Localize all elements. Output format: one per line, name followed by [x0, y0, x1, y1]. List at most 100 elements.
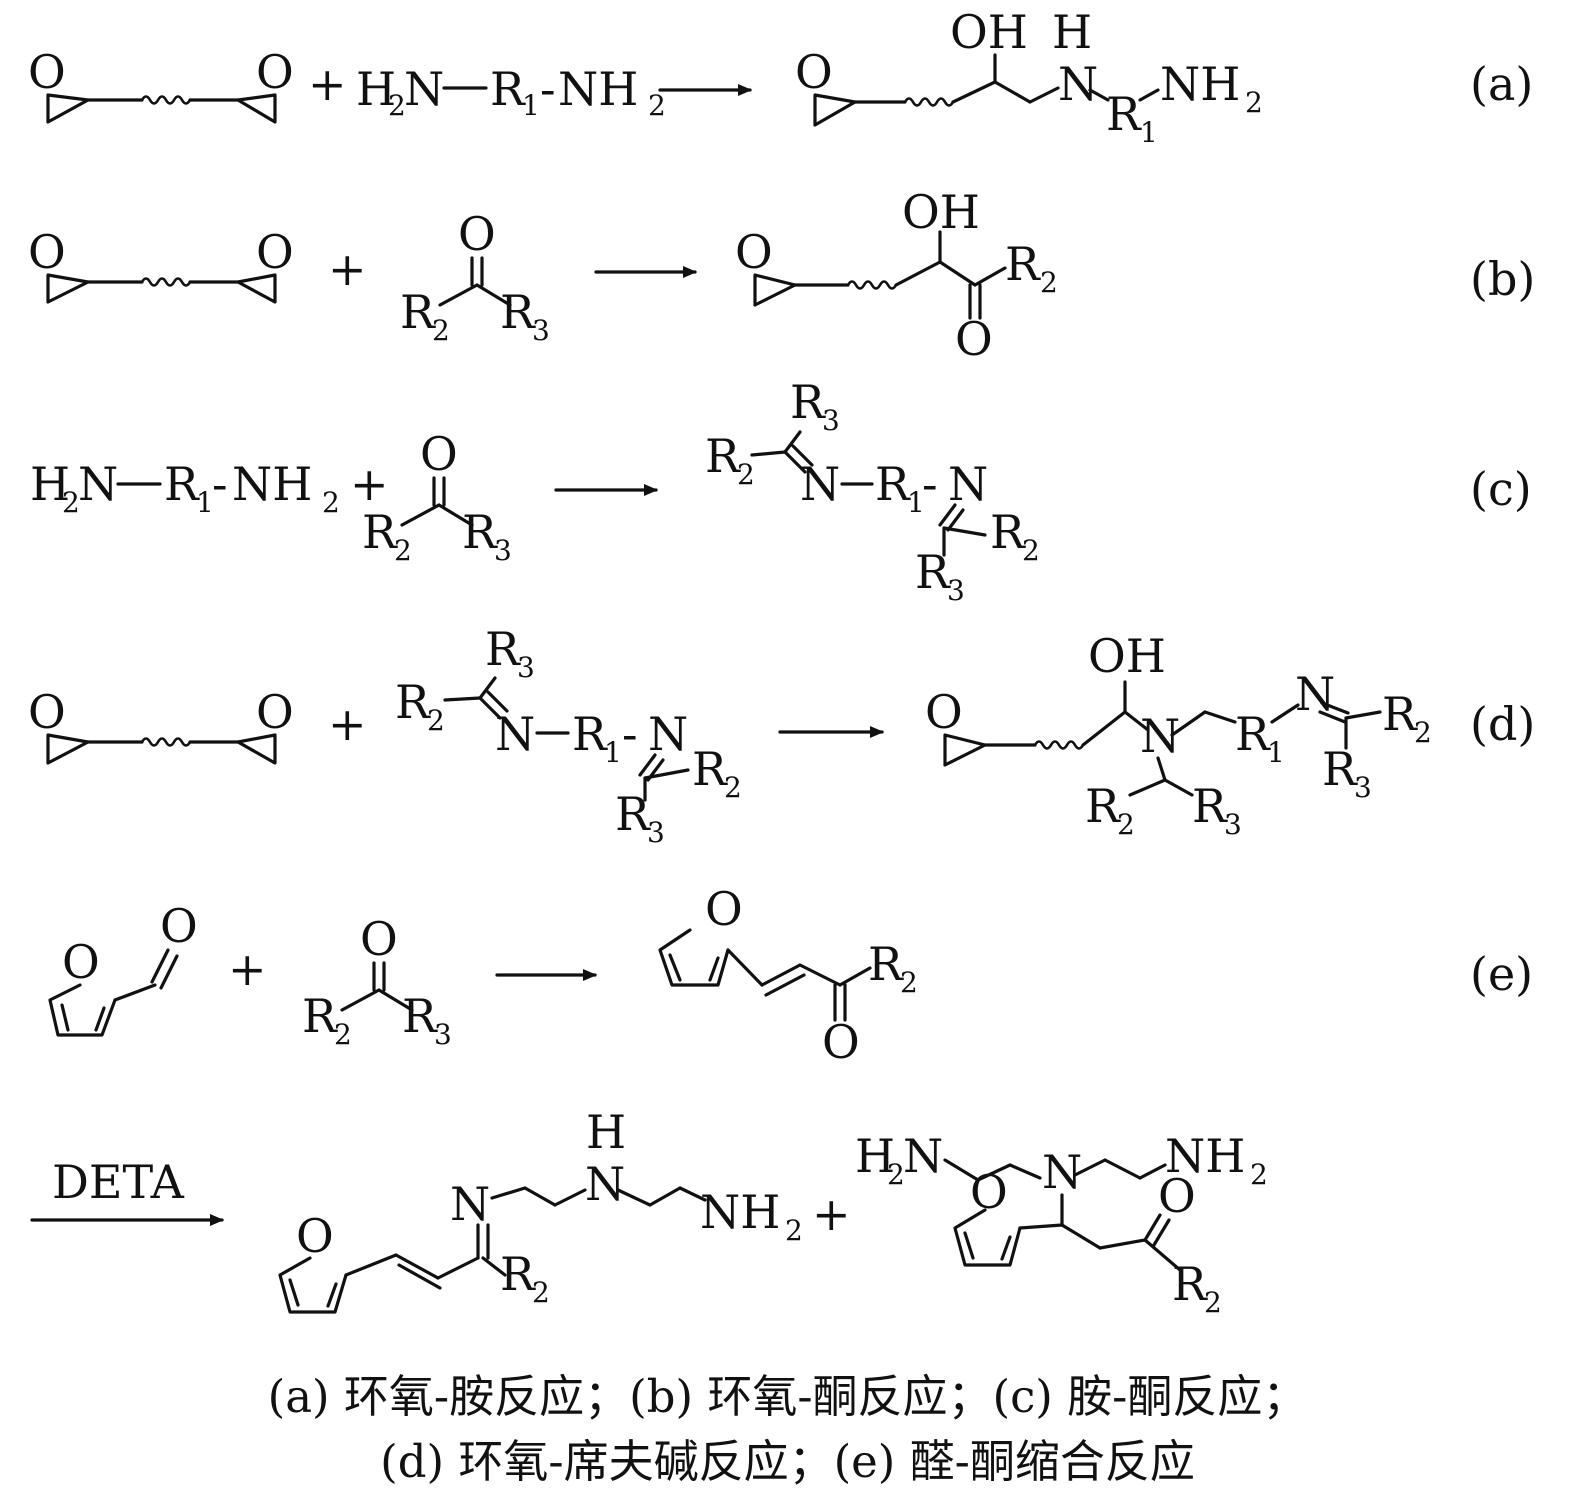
product-a: O OH N H R 1 NH 2	[795, 5, 1263, 149]
svg-text:+: +	[328, 697, 367, 751]
svg-text:2: 2	[322, 486, 340, 519]
svg-text:1: 1	[1140, 116, 1158, 149]
svg-text:NH: NH	[1165, 1129, 1245, 1183]
svg-text:1: 1	[196, 486, 214, 519]
svg-text:1: 1	[907, 486, 925, 519]
svg-text:O: O	[62, 935, 100, 989]
svg-text:N: N	[648, 707, 688, 761]
svg-text:2: 2	[785, 1214, 803, 1247]
svg-text:1: 1	[604, 736, 622, 769]
diepoxide-b: O O	[28, 225, 294, 304]
svg-text:O: O	[705, 882, 743, 936]
reaction-a: O O + H 2 N R 1 - NH 2 O	[28, 5, 1533, 149]
svg-text:R: R	[485, 622, 521, 676]
svg-text:2: 2	[388, 89, 406, 122]
diepoxide-a: O O	[28, 45, 294, 124]
schiff-base-d: R 3 R 2 N R 1 - N R 2 R 3	[395, 622, 742, 849]
svg-text:O: O	[735, 225, 773, 279]
svg-text:R: R	[402, 989, 438, 1043]
svg-text:R: R	[1172, 1257, 1208, 1311]
svg-text:NH: NH	[1160, 57, 1240, 111]
svg-text:O: O	[1158, 1169, 1196, 1223]
svg-text:H: H	[586, 1105, 626, 1159]
svg-text:R: R	[462, 505, 498, 559]
svg-text:2: 2	[1040, 266, 1058, 299]
svg-text:2: 2	[1245, 86, 1263, 119]
svg-text:-: -	[922, 457, 938, 511]
svg-text:R: R	[1322, 742, 1358, 796]
svg-text:N: N	[903, 1129, 943, 1183]
label-d: (d)	[1470, 697, 1535, 751]
svg-text:R: R	[572, 707, 608, 761]
svg-text:O: O	[28, 225, 66, 279]
svg-text:2: 2	[394, 534, 412, 567]
svg-text:R: R	[1085, 779, 1121, 833]
svg-text:N: N	[800, 457, 840, 511]
svg-text:R: R	[1382, 687, 1418, 741]
svg-text:+: +	[812, 1187, 851, 1241]
svg-text:O: O	[420, 427, 458, 481]
svg-text:3: 3	[1224, 808, 1242, 841]
svg-text:3: 3	[517, 651, 535, 684]
svg-text:O: O	[822, 1015, 860, 1069]
furfural-e: O O	[48, 899, 198, 1037]
svg-text:+: +	[350, 457, 389, 511]
schiff-base-c: R 3 R 2 N R 1 - N R 2 R 3	[705, 375, 1040, 607]
svg-text:N: N	[1295, 667, 1335, 721]
svg-text:R: R	[500, 1247, 536, 1301]
svg-text:R: R	[302, 989, 338, 1043]
svg-text:R: R	[615, 787, 651, 841]
enone-e: O R 2 O	[658, 882, 918, 1069]
svg-text:H: H	[1052, 5, 1092, 59]
svg-text:N: N	[1140, 709, 1180, 763]
svg-text:NH: NH	[558, 62, 638, 116]
label-a: (a)	[1470, 57, 1533, 111]
svg-text:R: R	[692, 742, 728, 796]
svg-text:N: N	[450, 1177, 490, 1231]
svg-text:2: 2	[737, 458, 755, 491]
svg-text:O: O	[256, 685, 294, 739]
svg-text:2: 2	[532, 1276, 550, 1309]
svg-text:R: R	[1005, 237, 1041, 291]
svg-text:OH: OH	[902, 185, 980, 239]
svg-text:NH: NH	[232, 457, 312, 511]
svg-text:R: R	[990, 505, 1026, 559]
svg-text:2: 2	[62, 486, 80, 519]
svg-text:2: 2	[1117, 808, 1135, 841]
svg-text:2: 2	[1204, 1286, 1222, 1319]
imine-product: O N R 2 N H NH 2	[278, 1105, 803, 1314]
svg-text:R: R	[875, 457, 911, 511]
svg-text:2: 2	[648, 89, 666, 122]
reaction-c: H 2 N R 1 - NH 2 + O R 2 R 3 R 3 R	[30, 375, 1532, 607]
svg-text:3: 3	[947, 574, 965, 607]
label-b: (b)	[1470, 252, 1535, 306]
svg-text:R: R	[868, 937, 904, 991]
svg-text:R: R	[915, 545, 951, 599]
atom-o: O	[256, 45, 294, 99]
svg-text:O: O	[925, 685, 963, 739]
svg-text:N: N	[1058, 57, 1098, 111]
svg-text:2: 2	[724, 771, 742, 804]
atom-h: H	[356, 62, 396, 116]
ketone-c: O R 2 R 3	[362, 427, 512, 567]
svg-text:O: O	[360, 912, 398, 966]
svg-text:O: O	[955, 312, 993, 366]
diepoxide-d: O O	[28, 685, 294, 765]
svg-text:+: +	[228, 942, 267, 996]
label-c: (c)	[1470, 462, 1532, 516]
svg-text:1: 1	[522, 89, 540, 122]
caption-line-2: (d) 环氧-席夫碱反应；(e) 醛-酮缩合反应	[380, 1435, 1195, 1488]
svg-text:2: 2	[432, 314, 450, 347]
svg-text:N: N	[495, 707, 535, 761]
svg-text:NH: NH	[700, 1185, 780, 1239]
reaction-e-continued: DETA O N R 2 N H NH 2	[30, 1105, 1268, 1319]
product-d: O OH N R 1 N R 2 R 3 R	[925, 629, 1432, 841]
svg-text:2: 2	[334, 1018, 352, 1051]
product-b: O OH R 2 O	[735, 185, 1058, 366]
svg-text:3: 3	[434, 1018, 452, 1051]
svg-text:OH: OH	[1088, 629, 1166, 683]
svg-text:3: 3	[532, 314, 550, 347]
svg-text:O: O	[256, 225, 294, 279]
svg-text:N: N	[78, 457, 118, 511]
